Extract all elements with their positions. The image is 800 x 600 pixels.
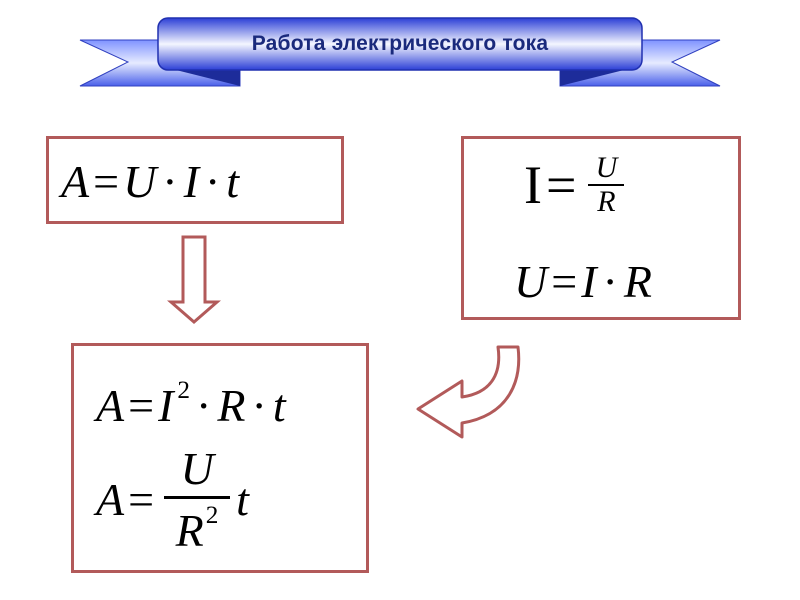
fraction-denominator: R [597, 185, 616, 218]
symbol-u: U [514, 256, 548, 307]
fraction-bar [164, 496, 231, 499]
multiply-dot: · [204, 156, 221, 207]
equals-sign: = [128, 473, 155, 525]
equals-sign: = [128, 379, 155, 431]
symbol-r: R [217, 379, 246, 431]
title-banner [79, 17, 721, 87]
fraction-numerator: U [180, 443, 214, 494]
symbol-r: R [623, 256, 652, 307]
fraction-denominator: R2 [175, 501, 219, 556]
fraction-bar [588, 184, 625, 186]
symbol-a: A [96, 379, 125, 431]
formula-box-ohm: I= U R U=I·R [461, 136, 741, 320]
multiply-dot: · [602, 256, 618, 307]
symbol-t: t [272, 379, 286, 431]
formula-box-work: A=U·I·t [46, 136, 344, 224]
formula-ohm-current: I= U R [524, 151, 625, 218]
symbol-a: A [96, 473, 125, 525]
symbol-r: R [175, 504, 204, 556]
formula-ohm-voltage: U=I·R [514, 259, 652, 305]
curved-arrow-icon [416, 345, 521, 439]
symbol-t: t [226, 156, 240, 207]
symbol-t: t [236, 473, 249, 525]
banner-main [157, 17, 643, 71]
symbol-u: U [123, 156, 157, 207]
symbol-i: I [581, 256, 597, 307]
formula-work: A=U·I·t [61, 159, 239, 205]
equals-sign: = [93, 156, 120, 207]
multiply-dot: · [162, 156, 178, 207]
formula-work-voltage: A= U R2 t [96, 446, 249, 554]
exponent: 2 [177, 376, 191, 404]
multiply-dot: · [196, 379, 212, 431]
page-title: Работа электрического тока [251, 32, 549, 55]
equals-sign: = [545, 155, 577, 215]
fraction-numerator: U [595, 151, 618, 184]
equals-sign: = [551, 256, 578, 307]
symbol-i: I [524, 155, 542, 215]
down-arrow-icon [166, 235, 222, 324]
symbol-a: A [61, 156, 90, 207]
symbol-i: I [158, 379, 174, 431]
symbol-i: I [183, 156, 199, 207]
multiply-dot: · [251, 379, 267, 431]
fraction: U R2 [164, 443, 231, 556]
exponent: 2 [205, 501, 219, 529]
fraction: U R [588, 151, 625, 218]
